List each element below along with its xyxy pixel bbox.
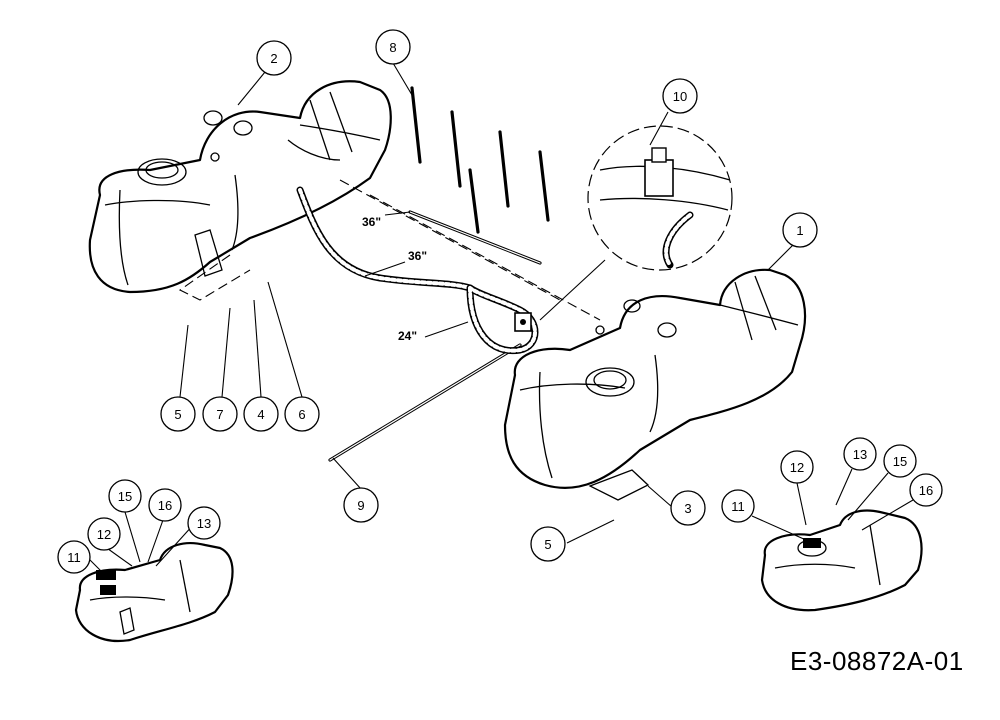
fuel-tank-left bbox=[88, 80, 392, 294]
callout-9: 9 bbox=[343, 487, 379, 523]
inset-tank-left bbox=[74, 542, 234, 643]
fuel-valve bbox=[514, 312, 532, 332]
dimension-hose-top: 36" bbox=[408, 249, 427, 263]
fuel-hose-24 bbox=[466, 284, 539, 355]
dimension-upper-rod: 36" bbox=[362, 215, 381, 229]
callout-7: 7 bbox=[202, 396, 238, 432]
callout-10: 10 bbox=[662, 78, 698, 114]
drawing-number: E3-08872A-01 bbox=[790, 646, 964, 676]
callout-13-left: 13 bbox=[187, 506, 221, 540]
inset-tank-right bbox=[760, 509, 923, 612]
svg-text:9: 9 bbox=[357, 498, 364, 513]
svg-text:6: 6 bbox=[298, 407, 305, 422]
callout-16-right: 16 bbox=[909, 473, 943, 507]
callout-11-right: 11 bbox=[721, 489, 755, 523]
callout-6: 6 bbox=[284, 396, 320, 432]
callout-16-left: 16 bbox=[148, 488, 182, 522]
svg-text:16: 16 bbox=[919, 483, 933, 498]
callout-8: 8 bbox=[375, 29, 411, 65]
svg-text:3: 3 bbox=[684, 501, 691, 516]
svg-text:2: 2 bbox=[270, 51, 277, 66]
callout-4: 4 bbox=[243, 396, 279, 432]
valve-detail-view bbox=[539, 125, 733, 321]
svg-text:8: 8 bbox=[389, 40, 396, 55]
svg-text:5: 5 bbox=[544, 537, 551, 552]
fuel-hose-36 bbox=[296, 186, 474, 292]
svg-text:15: 15 bbox=[893, 454, 907, 469]
callout-3: 3 bbox=[670, 490, 706, 526]
svg-text:11: 11 bbox=[731, 499, 745, 514]
callout-12-right: 12 bbox=[780, 450, 814, 484]
rod-item-9 bbox=[328, 343, 522, 462]
callout-12-left: 12 bbox=[87, 517, 121, 551]
rod-36-upper bbox=[408, 210, 542, 265]
cable-ties bbox=[410, 86, 550, 234]
dimension-hose-bottom: 24" bbox=[398, 329, 417, 343]
callout-2: 2 bbox=[256, 40, 292, 76]
svg-text:7: 7 bbox=[216, 407, 223, 422]
svg-text:1: 1 bbox=[796, 223, 803, 238]
svg-text:12: 12 bbox=[97, 527, 111, 542]
svg-text:5: 5 bbox=[174, 407, 181, 422]
svg-text:10: 10 bbox=[673, 89, 687, 104]
svg-text:15: 15 bbox=[118, 489, 132, 504]
svg-text:11: 11 bbox=[67, 550, 81, 565]
callout-13-right: 13 bbox=[843, 437, 877, 471]
callout-15-right: 15 bbox=[883, 444, 917, 478]
fuel-tank-right bbox=[503, 268, 807, 501]
callout-11-left: 11 bbox=[57, 540, 91, 574]
svg-text:13: 13 bbox=[197, 516, 211, 531]
callout-1: 1 bbox=[782, 212, 818, 248]
callout-5-lower: 5 bbox=[530, 526, 566, 562]
svg-text:16: 16 bbox=[158, 498, 172, 513]
callout-5-upper: 5 bbox=[160, 396, 196, 432]
svg-text:4: 4 bbox=[257, 407, 264, 422]
callout-15-left: 15 bbox=[108, 479, 142, 513]
svg-text:12: 12 bbox=[790, 460, 804, 475]
svg-text:13: 13 bbox=[853, 447, 867, 462]
